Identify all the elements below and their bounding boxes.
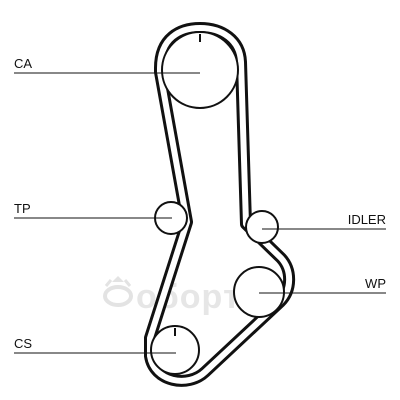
camshaft-label: CA (14, 56, 32, 71)
crankshaft-pulley (150, 325, 200, 375)
watermark-text: oбоpт (136, 278, 241, 316)
idler-pulley (245, 210, 279, 244)
water-pump-pulley (233, 266, 285, 318)
crankshaft-label: CS (14, 336, 32, 351)
camshaft-pulley (161, 31, 239, 109)
water-pump-pulley-circle (233, 266, 285, 318)
tensioner-label: TP (14, 201, 31, 216)
belt-inner-edge (147, 25, 293, 384)
watermark-logo-icon (103, 276, 133, 307)
crankshaft-pulley-circle (150, 325, 200, 375)
water-pump-label: WP (365, 276, 386, 291)
idler-label: IDLER (348, 212, 386, 227)
timing-belt (144, 22, 296, 387)
idler-pulley-circle (245, 210, 279, 244)
camshaft-pulley-circle (161, 31, 239, 109)
